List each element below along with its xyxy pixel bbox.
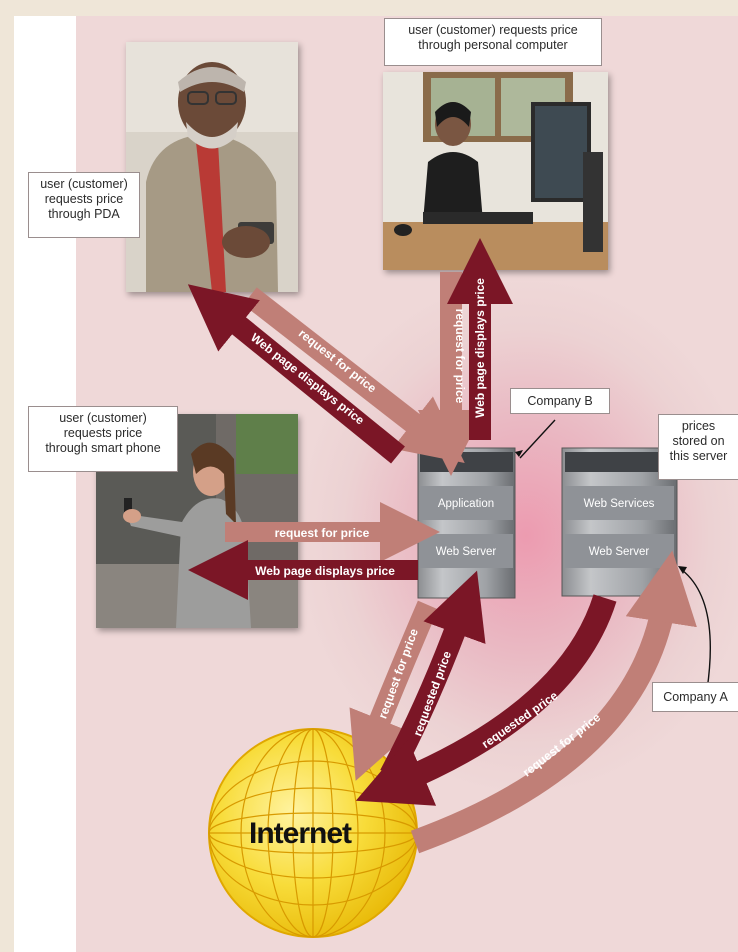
callout-company-a: Company A	[652, 682, 738, 712]
callout-phone-line-3: through smart phone	[45, 441, 161, 455]
arrow-company-a-request	[410, 550, 697, 854]
label-phone-response: Web page displays price	[255, 564, 395, 578]
callout-prices-line-1: prices	[681, 419, 716, 433]
callout-phone-line-1: user (customer)	[59, 411, 147, 425]
company-b-pointer-head	[515, 450, 523, 457]
arrow-company-a-response	[355, 594, 617, 806]
callout-pda-line-2: requests price	[44, 192, 124, 206]
callout-prices-line-2: stored on	[672, 434, 725, 448]
callout-pda-line-1: user (customer)	[40, 177, 128, 191]
company-b-pointer	[519, 419, 556, 459]
company-a-pointer-head	[678, 566, 687, 574]
company-b-server	[417, 447, 516, 599]
callout-pda-line-3: through PDA	[48, 207, 120, 221]
callout-prices-line-3: this server	[669, 449, 728, 463]
label-phone-request: request for price	[275, 526, 370, 540]
label-pc-response: Web page displays price	[473, 278, 487, 418]
pda-user-photo	[126, 42, 298, 292]
callout-company-b: Company B	[510, 388, 610, 414]
internet-label: Internet	[249, 817, 352, 850]
company-a-pointer	[681, 569, 712, 691]
callout-prices-stored: prices stored on this server	[658, 414, 738, 480]
label-company-a-response: requested price	[479, 688, 561, 751]
arrow-pda-response	[187, 284, 405, 464]
arrow-internet-request	[349, 600, 439, 781]
callout-pc-line-2: through personal computer	[418, 38, 568, 52]
callout-company-a-label: Company A	[663, 690, 728, 704]
company-b-top-label: Application	[438, 498, 494, 510]
company-b-bottom-label: Web Server	[436, 546, 497, 558]
callout-phone-line-2: requests price	[63, 426, 143, 440]
company-a-bottom-label: Web Server	[589, 546, 650, 558]
callout-pc-line-1: user (customer) requests price	[408, 23, 578, 37]
label-pc-request: request for price	[453, 309, 467, 404]
company-a-top-label: Web Services	[584, 498, 655, 510]
callout-company-b-label: Company B	[527, 394, 593, 408]
arrow-pda-request	[243, 287, 465, 464]
callout-pc: user (customer) requests price through p…	[384, 18, 602, 66]
callout-phone: user (customer) requests price through s…	[28, 406, 178, 472]
callout-pda: user (customer) requests price through P…	[28, 172, 140, 238]
